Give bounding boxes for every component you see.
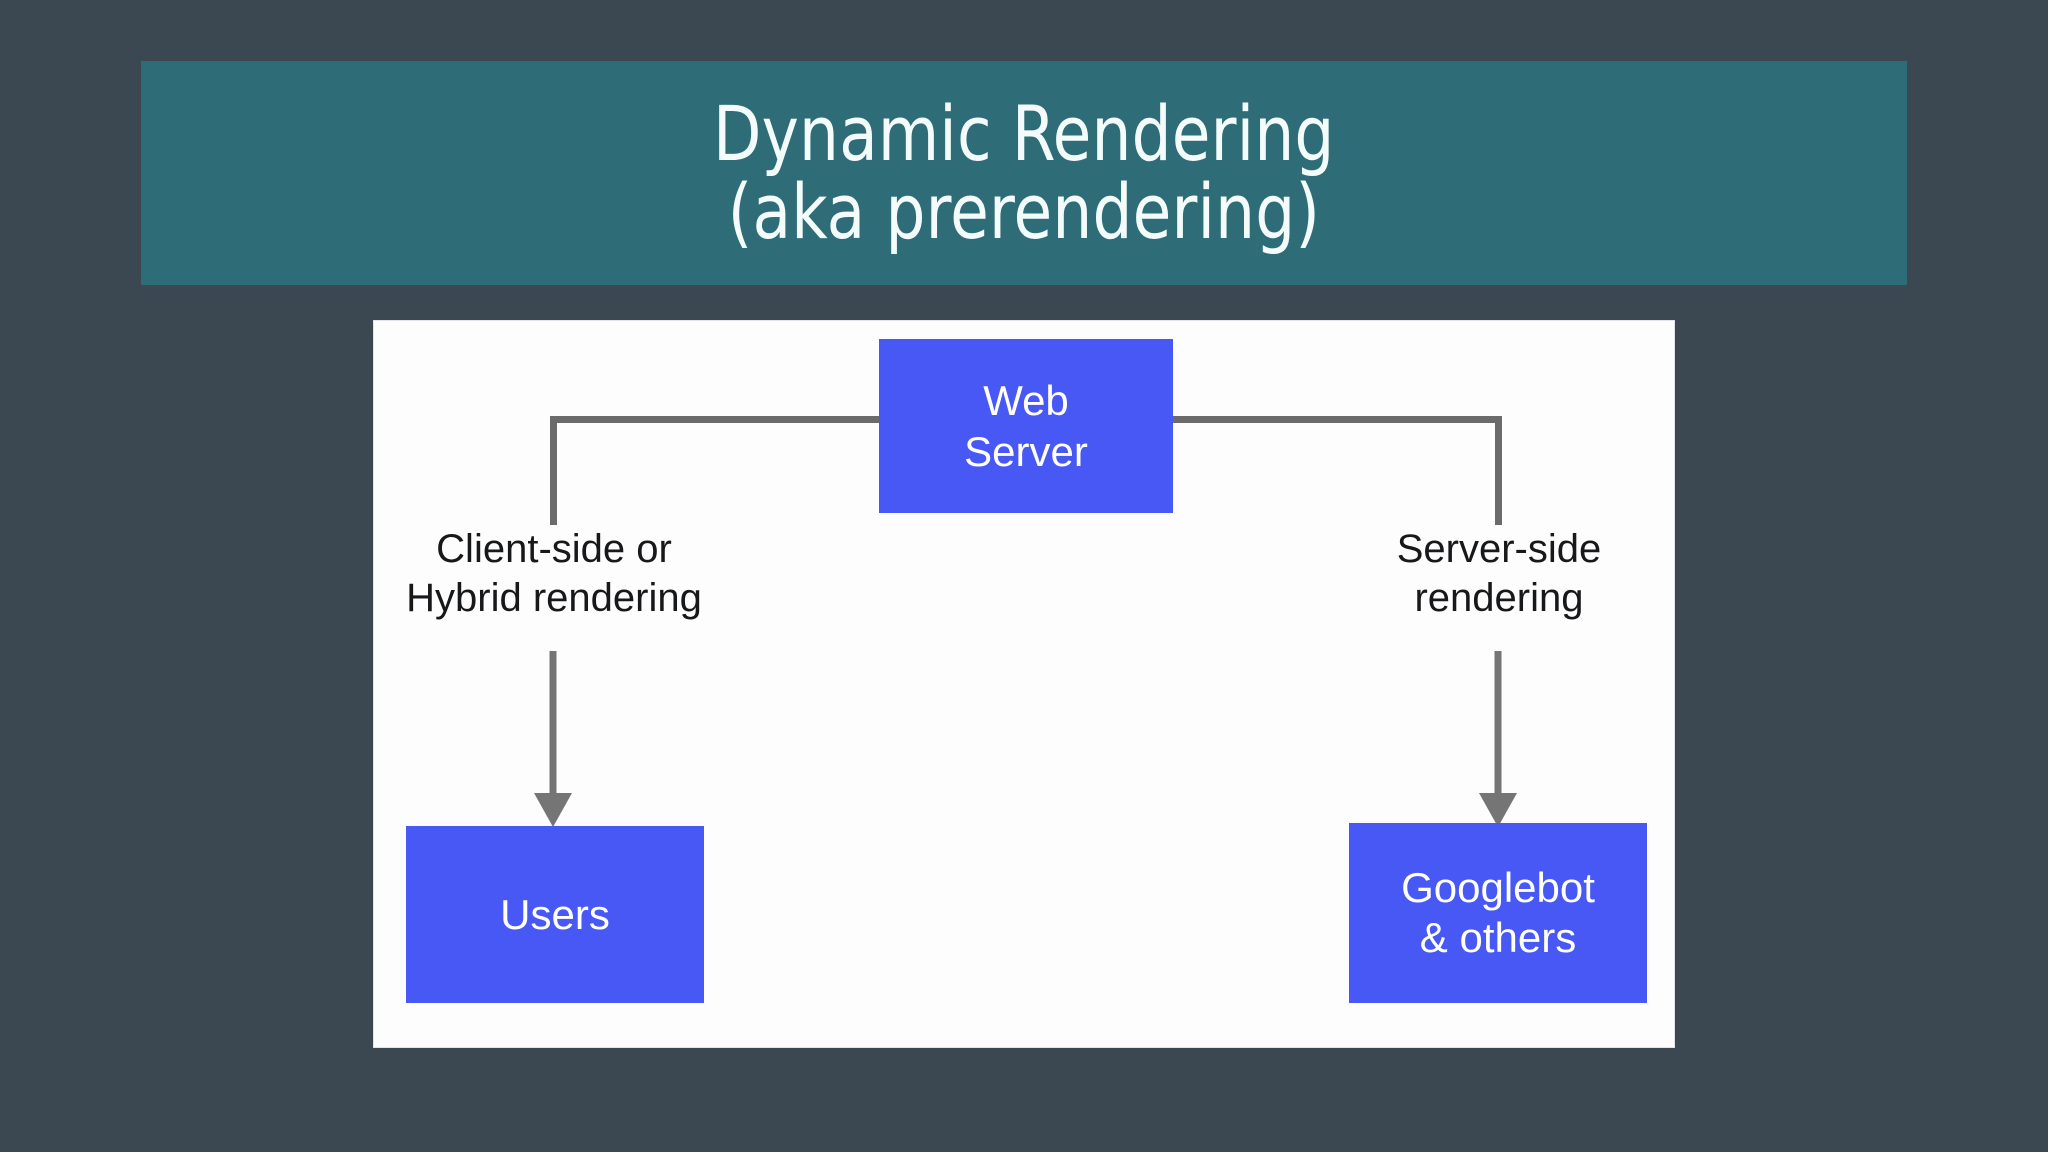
node-googlebot-label-line-1: Googlebot	[1401, 863, 1595, 911]
label-server-side-line-1: Server-side	[1396, 527, 1602, 571]
label-server-side-line-2: rendering	[1414, 575, 1584, 620]
connector-line-horizontal-right	[1170, 416, 1502, 423]
label-client-side-line-1: Client-side or	[436, 527, 672, 571]
arrow-head-icon	[1479, 793, 1517, 827]
arrow-head-icon	[534, 793, 572, 827]
node-googlebot-and-others: Googlebot & others	[1349, 823, 1647, 1003]
connector-line-vertical-right	[1495, 416, 1502, 525]
slide-title-line-2: (aka prerendering)	[727, 167, 1321, 256]
label-server-side-rendering: Server-side rendering	[1319, 525, 1679, 623]
dynamic-rendering-diagram: Web Server Client-side or Hybrid renderi…	[373, 320, 1675, 1048]
label-client-side-line-2: Hybrid rendering	[406, 575, 702, 620]
connector-line-horizontal-left	[550, 416, 882, 423]
connector-line-vertical-left	[550, 416, 557, 525]
slide-title-line-1: Dynamic Rendering	[713, 88, 1335, 178]
label-client-side-hybrid-rendering: Client-side or Hybrid rendering	[374, 525, 734, 623]
arrow-stem-icon	[1494, 651, 1502, 796]
node-googlebot-label-line-2: & others	[1419, 914, 1577, 961]
arrow-stem-icon	[549, 651, 557, 796]
node-web-server-label-line-2: Server	[964, 428, 1088, 475]
node-web-server-label-line-1: Web	[983, 376, 1069, 424]
slide-title-banner: Dynamic Rendering (aka prerendering)	[141, 61, 1907, 285]
node-web-server: Web Server	[879, 339, 1173, 513]
node-users-label: Users	[500, 890, 610, 938]
node-users: Users	[406, 826, 704, 1003]
